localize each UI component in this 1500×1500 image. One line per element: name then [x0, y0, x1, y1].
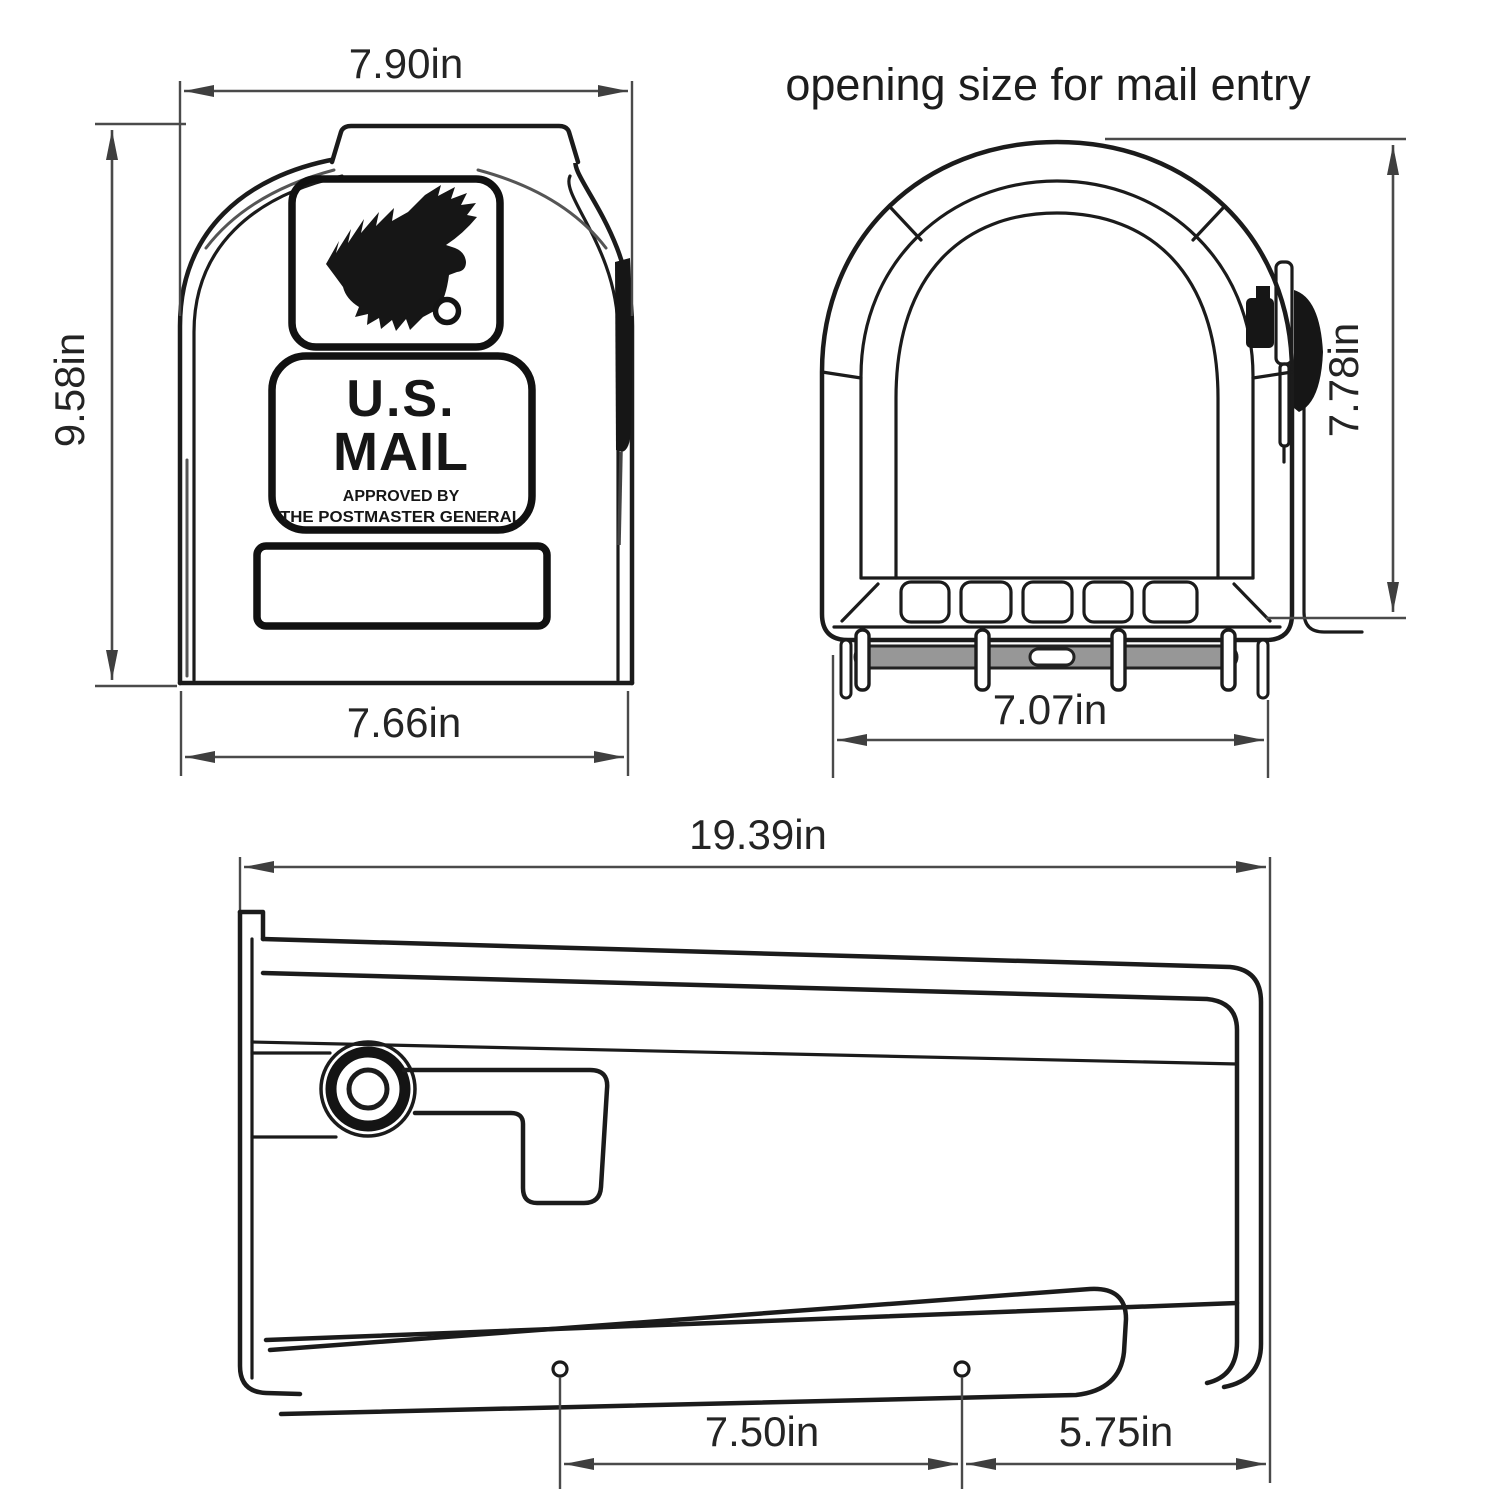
band-segment-right-diag [1191, 206, 1225, 242]
dim-side-length: 19.39in [238, 811, 1266, 910]
mail-opening [894, 211, 1220, 580]
lid-handle [329, 123, 581, 165]
band-segment-right-spring [1251, 370, 1294, 380]
dim-hole-spacing: 7.50in [564, 1408, 958, 1470]
mounting-hole-left [551, 1360, 569, 1378]
hinge-pin-2 [974, 628, 991, 692]
dim-opening-width-label: 7.07in [993, 686, 1107, 733]
hinge-bar-assembly [839, 628, 1270, 700]
dim-opening-width: 7.07in [831, 655, 1270, 778]
side-roof-inner [260, 970, 1240, 1386]
us-mail-line1: U.S. [346, 370, 455, 428]
hinge-pin-1 [854, 628, 871, 692]
us-mail-plate [268, 352, 536, 534]
open-frame-outer [819, 139, 1295, 643]
us-mail-line4: THE POSTMASTER GENERAL [280, 509, 522, 526]
side-roof-outer [260, 936, 1264, 1390]
side-rear-tab [237, 909, 266, 942]
body-behind-door [1302, 398, 1364, 634]
latch-icon [1246, 260, 1323, 464]
band-segment-left-diag [889, 206, 923, 242]
flag-pivot-ring [325, 1046, 411, 1132]
open-frame-band [859, 179, 1255, 580]
dim-hole-to-edge: 5.75in [966, 1408, 1266, 1470]
open-view-title: opening size for mail entry [785, 59, 1311, 110]
side-mounting-flange [267, 1286, 1129, 1417]
dim-front-top-width-label: 7.90in [349, 40, 463, 87]
mounting-hole-right [953, 1360, 971, 1378]
side-view: 19.39in 7.50in 5. [237, 811, 1272, 1489]
eagle-ball-icon [432, 296, 462, 326]
sill-bevel-left [840, 582, 880, 623]
band-segment-left-spring [820, 370, 863, 380]
hinge-pin-4 [1220, 628, 1237, 692]
hinge-stub-left [839, 638, 853, 700]
side-body-bottom [263, 1300, 1240, 1343]
address-plate [253, 542, 551, 630]
dim-front-height: 9.58in [46, 122, 186, 688]
open-door-view: opening size for mail entry [785, 59, 1406, 778]
us-mail-line3: APPROVED BY [343, 488, 460, 505]
front-shell-outer-left [177, 156, 339, 686]
flag-arm [401, 1067, 610, 1206]
side-body-midline [250, 1040, 1239, 1066]
dim-front-top-width: 7.90in [178, 40, 634, 316]
dim-side-length-label: 19.39in [689, 811, 827, 858]
flag-edge-icon [615, 258, 633, 452]
side-rear-wall [237, 909, 303, 1397]
flag-stem [617, 451, 623, 546]
dim-front-bottom-width: 7.66in [179, 691, 630, 776]
us-mail-line2: MAIL [333, 422, 469, 482]
dim-front-height-label: 9.58in [46, 333, 93, 447]
hinge-pin-3 [1110, 628, 1127, 692]
front-shoulder-accent-right [476, 168, 608, 250]
dim-opening-height-label: 7.78in [1320, 323, 1367, 437]
hinge-stub-right [1256, 638, 1270, 700]
dim-hole-to-edge-label: 5.75in [1059, 1408, 1173, 1455]
front-shell-inner-right [567, 174, 620, 682]
sill-slots [899, 580, 1199, 624]
front-shell-inner-left [192, 174, 344, 682]
dim-opening-height: 7.78in [1105, 137, 1406, 620]
sill-bevel-right [1232, 582, 1272, 623]
flag-icon [250, 1040, 610, 1206]
eagle-plate [288, 175, 504, 351]
dim-front-bottom-width-label: 7.66in [347, 699, 461, 746]
hinge-bar-slot [1028, 647, 1076, 667]
lid-handle-fill [330, 124, 580, 163]
eagle-icon [326, 185, 477, 331]
dim-hole-spacing-label: 7.50in [705, 1408, 819, 1455]
front-view: U.S. MAIL APPROVED BY THE POSTMASTER GEN… [46, 40, 635, 776]
